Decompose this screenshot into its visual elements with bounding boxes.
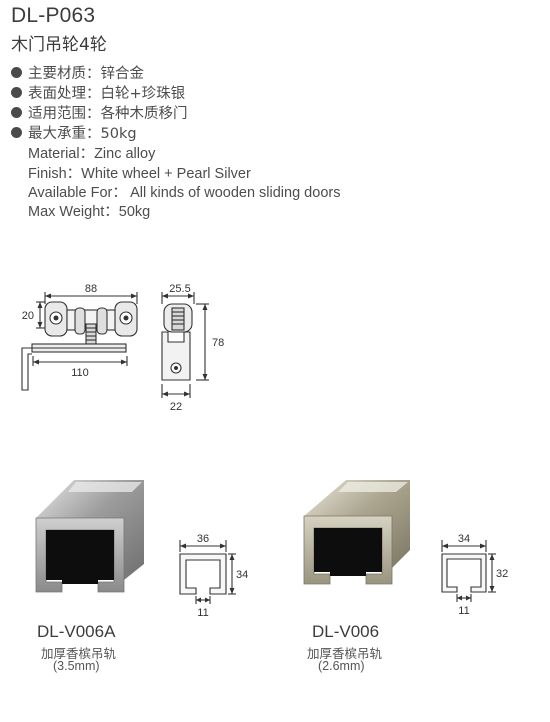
rail-v006a-profile: 36 34 11 (179, 533, 248, 619)
rail-a-dim-slot-label: 11 (197, 607, 208, 619)
spec-material-cn: 主要材质：锌合金 (11, 62, 144, 83)
rail-a-dim-width-label: 36 (197, 533, 209, 545)
spec-available-en: Available For： All kinds of wooden slidi… (28, 185, 341, 201)
front-view (21, 292, 138, 391)
dim-20-label: 20 (22, 310, 34, 322)
dim-22-label: 22 (170, 401, 182, 413)
rail-b-dim-width-label: 34 (458, 533, 470, 545)
spec-finish-cn-text: 表面处理：白轮+珍珠银 (28, 86, 186, 102)
rail-a-code: DL-V006A (37, 622, 116, 641)
spec-finish-en: Finish：White wheel + Pearl Silver (28, 166, 251, 182)
spec-usage-cn: 适用范围：各种木质移门 (11, 102, 188, 123)
bullet-icon (11, 107, 22, 118)
rail-b-dim-height-label: 32 (496, 568, 508, 580)
rail-b-dim-slot-label: 11 (458, 605, 469, 617)
hanger-wheel-drawing: 88 20 110 25.5 78 22 (21, 283, 224, 413)
spec-material-cn-text: 主要材质：锌合金 (28, 66, 144, 82)
side-view (161, 292, 209, 398)
dim-78-label: 78 (212, 337, 224, 349)
spec-weight-cn-text: 最大承重：50kg (28, 126, 137, 142)
spec-weight-en: Max Weight：50kg (28, 204, 151, 220)
bullet-icon (11, 87, 22, 98)
rail-a-name: 加厚香槟吊轨 (41, 646, 117, 661)
spec-weight-cn: 最大承重：50kg (11, 122, 137, 143)
rail-b-code: DL-V006 (312, 622, 380, 641)
spec-material-en: Material：Zinc alloy (28, 146, 156, 162)
bullet-icon (11, 127, 22, 138)
dim-110-label: 110 (71, 367, 89, 379)
spec-usage-cn-text: 适用范围：各种木质移门 (28, 106, 188, 122)
rail-v006-profile: 34 32 11 (441, 533, 508, 617)
spec-finish-cn: 表面处理：白轮+珍珠银 (11, 82, 185, 103)
rail-a-dim-height-label: 34 (236, 569, 248, 581)
rail-v006a-photo (35, 480, 144, 593)
dim-88-label: 88 (85, 283, 97, 295)
bullet-icon (11, 67, 22, 78)
rail-b-name: 加厚香槟吊轨 (307, 646, 383, 661)
product-code: DL-P063 (11, 4, 96, 27)
rail-v006-photo (303, 480, 410, 585)
dim-25-5-label: 25.5 (169, 283, 190, 295)
rail-a-thickness: (3.5mm) (53, 659, 100, 673)
product-name: 木门吊轮4轮 (11, 35, 107, 55)
rail-b-thickness: (2.6mm) (318, 659, 365, 673)
